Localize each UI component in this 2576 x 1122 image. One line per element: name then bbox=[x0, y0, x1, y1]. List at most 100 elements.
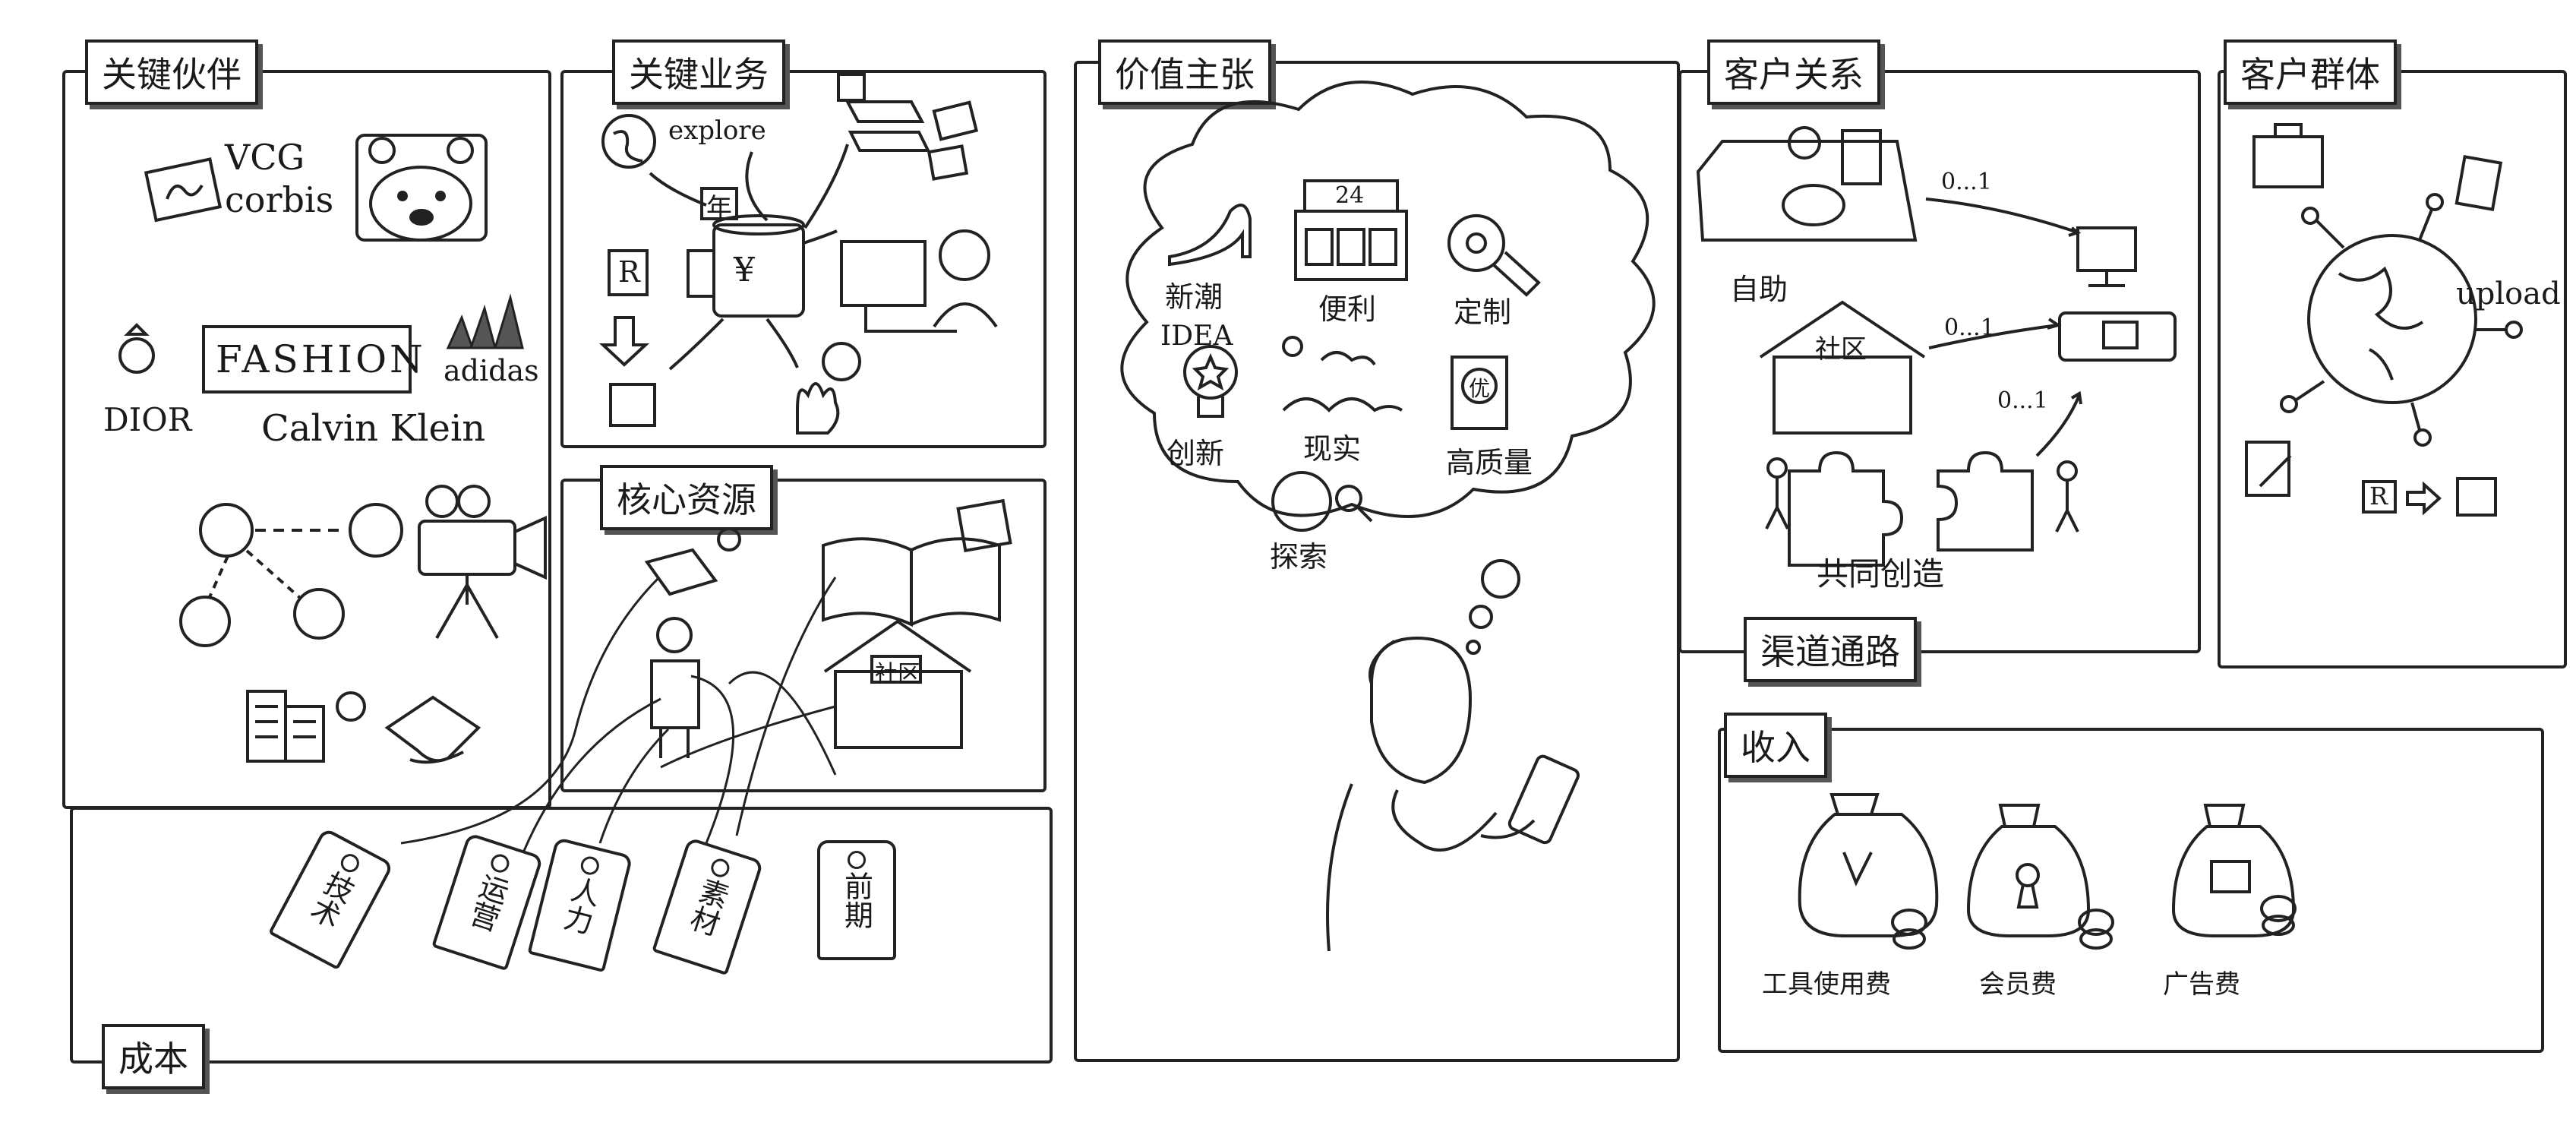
calvin-klein-label: Calvin Klein bbox=[261, 407, 486, 450]
value-item-quality: 高质量 bbox=[1446, 446, 1533, 479]
thought-bubble-2 bbox=[1469, 605, 1493, 629]
quality-badge-icon bbox=[1451, 356, 1508, 430]
tablet-icon bbox=[2454, 154, 2503, 211]
revenue-item-membership-fee: 会员费 bbox=[1979, 969, 2057, 1000]
explore-globe-icon bbox=[1271, 471, 1373, 532]
download-arrow-icon bbox=[598, 316, 656, 427]
social-network-icon bbox=[179, 503, 403, 647]
resources-community-label: 社区 bbox=[875, 661, 920, 687]
cost-structure-panel bbox=[70, 807, 1053, 1064]
yen-label: ¥ bbox=[734, 251, 755, 289]
upload-label: upload bbox=[2456, 277, 2561, 311]
bear-icon bbox=[355, 134, 488, 242]
value-item-convenient: 便利 bbox=[1318, 292, 1377, 326]
corbis-label: corbis bbox=[225, 179, 334, 220]
key-resources-title: 核心资源 bbox=[600, 465, 773, 530]
key-activities-panel bbox=[560, 70, 1046, 448]
briefcase-icon bbox=[2252, 123, 2324, 188]
person-card-icon bbox=[608, 249, 649, 296]
value-proposition-title: 价值主张 bbox=[1098, 40, 1271, 105]
person-icon bbox=[650, 617, 700, 758]
vcg-label: VCG bbox=[225, 137, 305, 178]
dior-label: DIOR bbox=[103, 401, 192, 438]
pos-terminal-icon bbox=[2058, 311, 2177, 362]
computer-icon bbox=[2076, 226, 2137, 287]
book-icon bbox=[644, 527, 741, 596]
diamond-ring-icon bbox=[118, 323, 155, 374]
community-house-icon bbox=[823, 619, 972, 749]
value-item-trend: 新潮 bbox=[1165, 280, 1223, 314]
customer-relationships-panel bbox=[1678, 70, 2201, 653]
value-item-custom: 定制 bbox=[1454, 296, 1512, 329]
cost-tag-preliminary: 前期 bbox=[817, 840, 896, 960]
key-activities-title: 关键业务 bbox=[612, 40, 785, 105]
store-icon bbox=[1294, 179, 1408, 281]
adidas-logo-icon bbox=[446, 293, 524, 349]
thought-bubble-3 bbox=[1466, 640, 1481, 655]
buffet-tray-icon bbox=[1696, 126, 1918, 242]
thought-bubble-1 bbox=[1481, 559, 1520, 599]
money-bag-wrench-icon bbox=[1798, 793, 1939, 950]
value-item-explore: 探索 bbox=[1270, 540, 1328, 574]
key-resources-panel bbox=[560, 479, 1046, 792]
handshake-icon bbox=[384, 695, 481, 764]
money-bag-lock-icon bbox=[1966, 804, 2114, 950]
multiplicity-label-3: 0...1 bbox=[1997, 387, 2048, 414]
relationship-arrows bbox=[1925, 198, 2082, 457]
customer-relationships-title: 客户关系 bbox=[1707, 40, 1880, 105]
puzzle-icon bbox=[1765, 450, 2079, 567]
key-partners-title: 关键伙伴 bbox=[85, 40, 258, 105]
revenue-item-ad-fee: 广告费 bbox=[2163, 969, 2240, 1000]
building-icon bbox=[246, 690, 325, 763]
high-heel-icon bbox=[1168, 204, 1252, 267]
cost-structure-title: 成本 bbox=[102, 1024, 205, 1089]
person-with-phone-illustration bbox=[1326, 636, 1580, 952]
resource-strings bbox=[400, 576, 837, 852]
revenue-streams-panel bbox=[1718, 728, 2544, 1053]
r-badge-icon bbox=[336, 691, 366, 722]
workstation-icon bbox=[840, 229, 998, 333]
photo-icon bbox=[144, 157, 223, 223]
value-item-innovation-sign: IDEA bbox=[1160, 321, 1233, 352]
open-book-icon bbox=[822, 498, 1012, 627]
relationships-community-label: 社区 bbox=[1815, 334, 1867, 365]
r-label: R bbox=[618, 255, 640, 289]
multiplicity-label-2: 0...1 bbox=[1944, 314, 1995, 341]
value-item-convenient-sign: 24 bbox=[1335, 182, 1365, 209]
activity-arrows bbox=[649, 144, 849, 371]
revenue-streams-title: 收入 bbox=[1724, 713, 1827, 778]
globe-icon bbox=[601, 114, 656, 169]
value-item-quality-sign: 优 bbox=[1469, 376, 1491, 401]
tape-measure-icon bbox=[1447, 214, 1541, 297]
segments-r-label: R bbox=[2369, 482, 2388, 510]
channels-title: 渠道通路 bbox=[1744, 617, 1917, 682]
video-camera-icon bbox=[418, 485, 547, 639]
money-bag-ad-icon bbox=[2171, 804, 2297, 937]
landscape-icon bbox=[1282, 336, 1403, 412]
conversion-arrow-icon bbox=[2362, 477, 2497, 517]
year-label: 年 bbox=[706, 193, 732, 223]
fashion-sign-frame bbox=[202, 325, 412, 393]
co-creation-label: 共同创造 bbox=[1817, 555, 1945, 593]
customer-segments-title: 客户群体 bbox=[2224, 40, 2397, 105]
upload-arrows-icon bbox=[2280, 193, 2523, 447]
earth-globe-icon bbox=[2307, 234, 2477, 404]
revenue-item-tool-fee: 工具使用费 bbox=[1762, 969, 1891, 1000]
value-item-innovation: 创新 bbox=[1166, 437, 1225, 470]
lightbulb-icon bbox=[1183, 345, 1238, 418]
explore-label: explore bbox=[668, 115, 766, 146]
books-stack-icon bbox=[837, 73, 979, 181]
thought-cloud bbox=[1120, 81, 1656, 518]
multiplicity-label-1: 0...1 bbox=[1941, 169, 1992, 195]
self-service-label: 自助 bbox=[1730, 273, 1788, 306]
fashion-label: FASHION bbox=[216, 337, 426, 381]
adidas-label: adidas bbox=[444, 354, 539, 387]
notepad-icon bbox=[2245, 441, 2292, 497]
